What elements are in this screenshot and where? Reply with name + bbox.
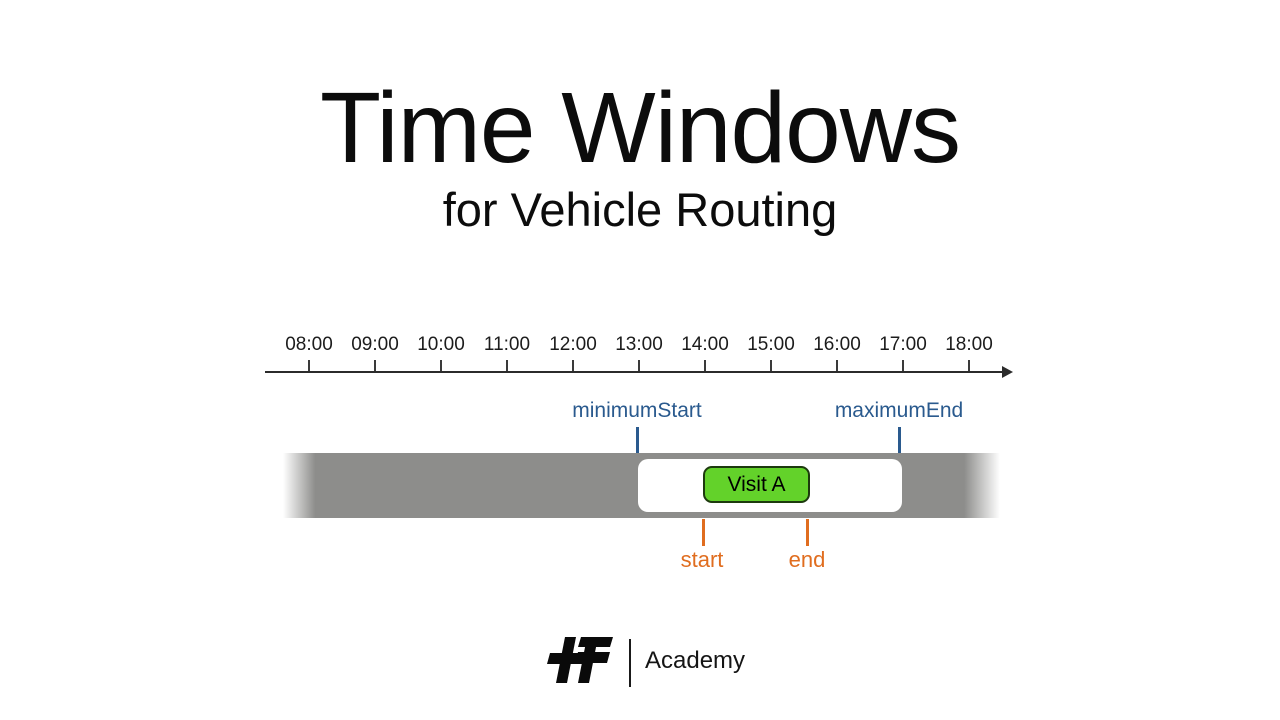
- page-title: Time Windows: [320, 72, 961, 184]
- tick-mark: [968, 360, 970, 372]
- tick-mark: [374, 360, 376, 372]
- tick-time-label: 12:00: [549, 334, 597, 355]
- tick-mark: [572, 360, 574, 372]
- tick-mark: [902, 360, 904, 372]
- visit-a-block: Visit A: [703, 466, 810, 503]
- brand-text: Academy: [645, 647, 746, 674]
- minimum-start-tick: [636, 427, 639, 458]
- timeline-ticks: 08:00 09:00 10:00 11:00 12:00 13:00 14:00 15:00…: [276, 334, 1002, 372]
- timeline-tick: 11:00: [474, 334, 540, 372]
- tick-time-label: 14:00: [681, 334, 729, 355]
- tick-mark: [440, 360, 442, 372]
- visit-end-label: end: [788, 547, 826, 572]
- timeline-tick: 16:00: [804, 334, 870, 372]
- page-subtitle: for Vehicle Routing: [442, 183, 838, 236]
- logo-divider: [629, 639, 631, 687]
- timeline-axis: [265, 371, 1003, 373]
- tick-mark: [308, 360, 310, 372]
- tick-time-label: 16:00: [813, 334, 861, 355]
- tick-time-label: 18:00: [945, 334, 993, 355]
- maximum-end-label: maximumEnd: [834, 399, 964, 422]
- timeline-tick: 18:00: [936, 334, 1002, 372]
- maximum-end-tick: [898, 427, 901, 458]
- tick-time-label: 09:00: [351, 334, 399, 355]
- timeline-tick: 14:00: [672, 334, 738, 372]
- tick-time-label: 10:00: [417, 334, 465, 355]
- timeline-tick: 10:00: [408, 334, 474, 372]
- tick-mark: [704, 360, 706, 372]
- timeline-tick: 13:00: [606, 334, 672, 372]
- tick-mark: [506, 360, 508, 372]
- tick-time-label: 08:00: [285, 334, 333, 355]
- minimum-start-label: minimumStart: [572, 399, 702, 422]
- tick-time-label: 11:00: [483, 334, 531, 355]
- timeline-tick: 17:00: [870, 334, 936, 372]
- tick-mark: [836, 360, 838, 372]
- tick-time-label: 15:00: [747, 334, 795, 355]
- timeline-tick: 15:00: [738, 334, 804, 372]
- tick-mark: [638, 360, 640, 372]
- axis-arrow-icon: [1002, 366, 1013, 378]
- tick-time-label: 13:00: [615, 334, 663, 355]
- timefold-logo-icon: [547, 637, 613, 683]
- visit-end-tick: [806, 519, 809, 546]
- visit-start-label: start: [680, 547, 724, 572]
- timeline-tick: 09:00: [342, 334, 408, 372]
- timeline-tick: 12:00: [540, 334, 606, 372]
- visit-start-tick: [702, 519, 705, 546]
- tick-time-label: 17:00: [879, 334, 927, 355]
- timeline-tick: 08:00: [276, 334, 342, 372]
- tick-mark: [770, 360, 772, 372]
